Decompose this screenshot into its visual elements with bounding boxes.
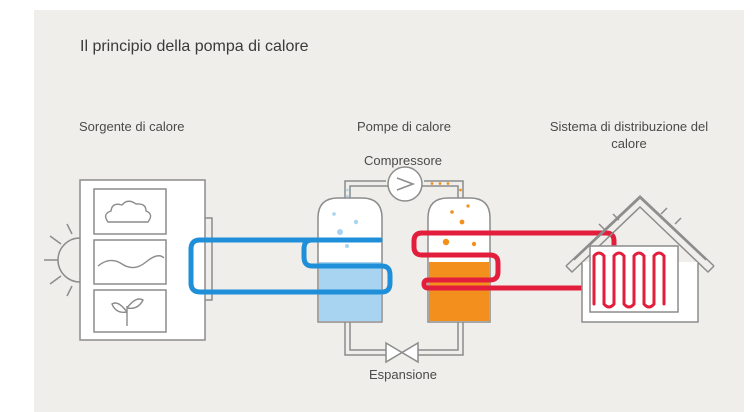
evaporator-tank [317,197,383,323]
condenser-tank [427,197,491,323]
expansion-label: Espansione [369,367,437,382]
distribution-system-label: Sistema di distribuzione del calore [549,119,709,151]
warm-vapor-dots [430,182,462,192]
refrigerant-circuit [344,180,464,356]
radiator-coil-icon [589,245,679,313]
heat-pumps-label: Pompe di calore [357,119,451,134]
sun-icon [44,223,81,297]
cloud-icon [104,200,152,223]
wave-icon [97,255,165,269]
compressor-icon [387,166,423,202]
heat-source-label: Sorgente di calore [79,119,185,134]
compressor-label: Compressore [363,153,443,168]
sprout-icon [111,298,144,326]
heat-source-panel [79,179,213,341]
cold-loop-pipe [188,237,393,295]
page-title: Il principio della pompa di calore [80,38,309,55]
cold-vapor-dots [346,188,349,198]
expansion-valve-icon [385,341,419,364]
